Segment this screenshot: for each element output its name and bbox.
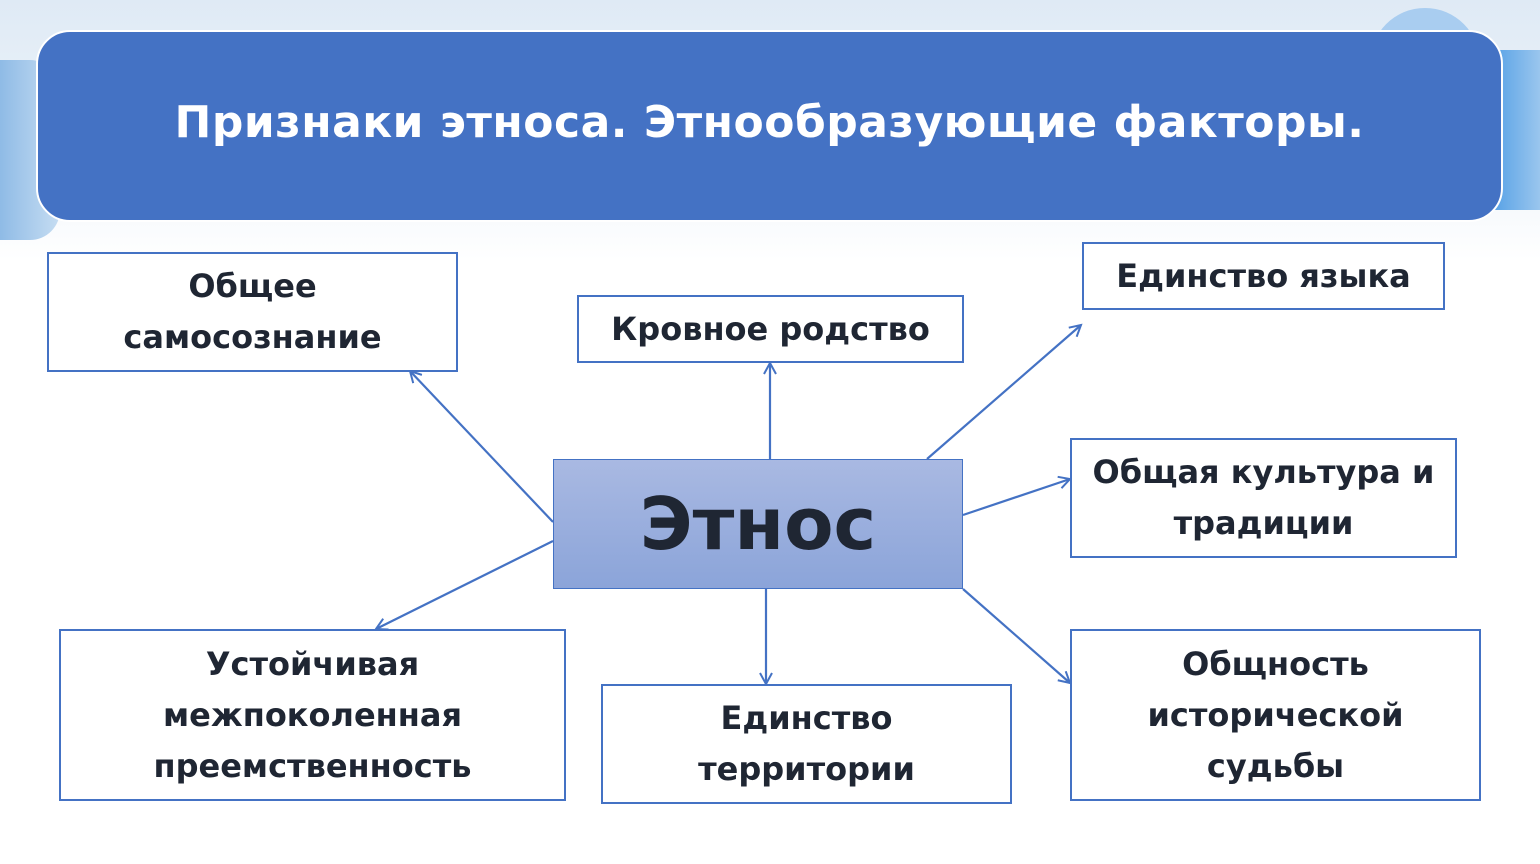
arrow-to-history	[962, 588, 1070, 683]
node-blood-kinship: Кровное родство	[577, 295, 964, 363]
arrow-to-continuity	[376, 540, 554, 629]
node-label: Кровное родство	[611, 309, 930, 348]
node-territory: Единство территории	[601, 684, 1012, 804]
node-label: Общность исторической судьбы	[1147, 644, 1404, 785]
node-self-awareness: Общее самосознание	[47, 252, 458, 372]
node-continuity: Устойчивая межпоколенная преемственность	[59, 629, 566, 801]
arrow-to-self-awareness	[410, 371, 554, 523]
node-label: Единство языка	[1116, 256, 1411, 295]
node-label: Единство территории	[698, 699, 915, 788]
page-title: Признаки этноса. Этнообразующие факторы.	[174, 96, 1365, 148]
center-node-label: Этнос	[639, 482, 877, 566]
title-banner: Признаки этноса. Этнообразующие факторы.	[36, 30, 1503, 222]
arrow-to-culture	[962, 479, 1070, 517]
node-label: Общее самосознание	[123, 267, 382, 356]
node-language: Единство языка	[1082, 242, 1445, 310]
node-history: Общность исторической судьбы	[1070, 629, 1481, 801]
node-label: Общая культура и традиции	[1092, 453, 1435, 542]
center-node-ethnos: Этнос	[553, 459, 963, 589]
node-label: Устойчивая межпоколенная преемственность	[153, 644, 472, 785]
node-culture: Общая культура и традиции	[1070, 438, 1457, 558]
